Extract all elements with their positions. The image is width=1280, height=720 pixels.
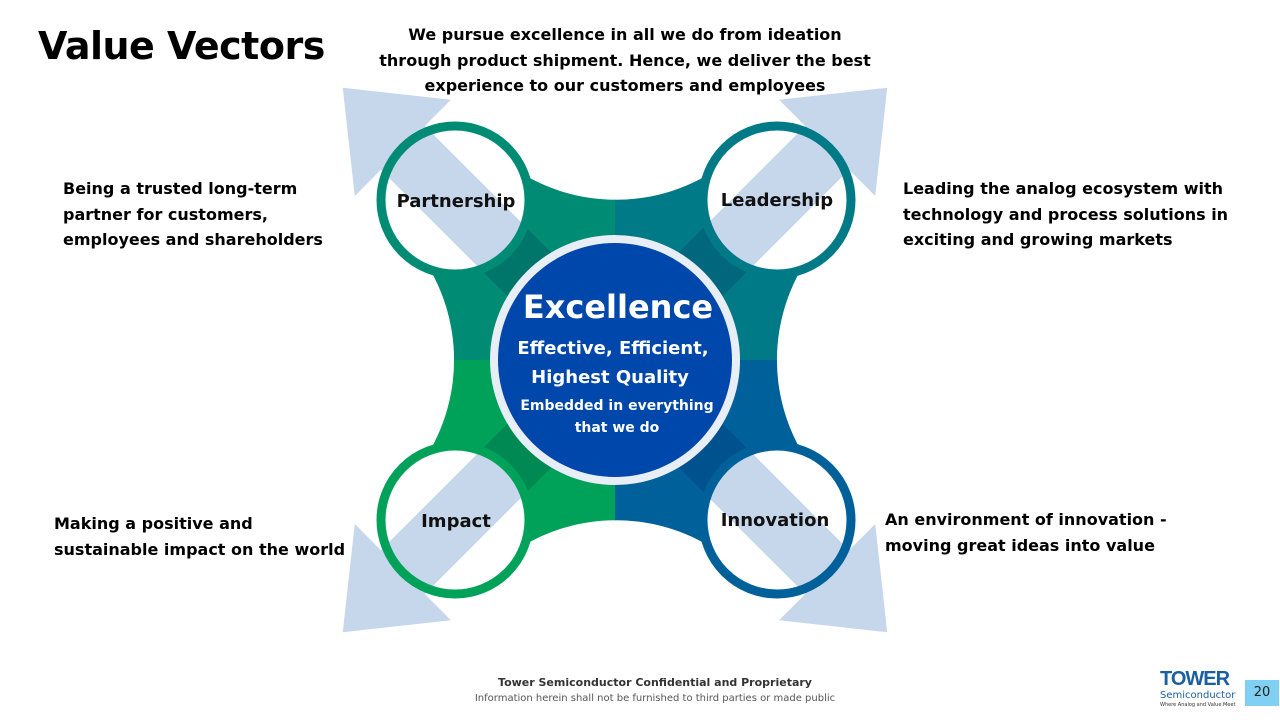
node-impact: Impact bbox=[421, 511, 491, 532]
logo-name: TOWER bbox=[1160, 668, 1230, 690]
footer-disclaimer: Information herein shall not be furnishe… bbox=[474, 693, 836, 704]
ring-innovation bbox=[698, 441, 856, 599]
leadership-description: Leading the analog ecosystem with techno… bbox=[903, 179, 1229, 249]
center-circle bbox=[498, 243, 732, 477]
impact-description: Making a positive and sustainable impact… bbox=[54, 514, 346, 559]
page-number: 20 bbox=[1245, 680, 1279, 706]
logo-tagline: Where Analog and Value Meet bbox=[1160, 702, 1236, 708]
node-innovation: Innovation bbox=[721, 510, 830, 531]
node-partnership: Partnership bbox=[397, 191, 516, 212]
ring-impact bbox=[376, 441, 534, 599]
center-line2: Highest Quality bbox=[531, 367, 689, 388]
innovation-description: An environment of innovation - moving gr… bbox=[885, 510, 1167, 555]
center-line3: Embedded in everything bbox=[520, 398, 713, 414]
slide-title: Value Vectors bbox=[38, 24, 325, 68]
excellence-description: We pursue excellence in all we do from i… bbox=[379, 25, 871, 95]
center-title: Excellence bbox=[523, 288, 713, 326]
ring-partnership bbox=[376, 121, 534, 279]
center-line1: Effective, Efficient, bbox=[517, 338, 708, 359]
ring-leadership bbox=[698, 121, 856, 279]
center-line4: that we do bbox=[575, 420, 660, 436]
partnership-description: Being a trusted long-term partner for cu… bbox=[63, 179, 323, 249]
node-leadership: Leadership bbox=[721, 190, 833, 211]
company-logo: TOWER Semiconductor Where Analog and Val… bbox=[1160, 668, 1242, 709]
logo-sub: Semiconductor bbox=[1160, 690, 1236, 701]
footer-confidential: Tower Semiconductor Confidential and Pro… bbox=[498, 676, 812, 689]
